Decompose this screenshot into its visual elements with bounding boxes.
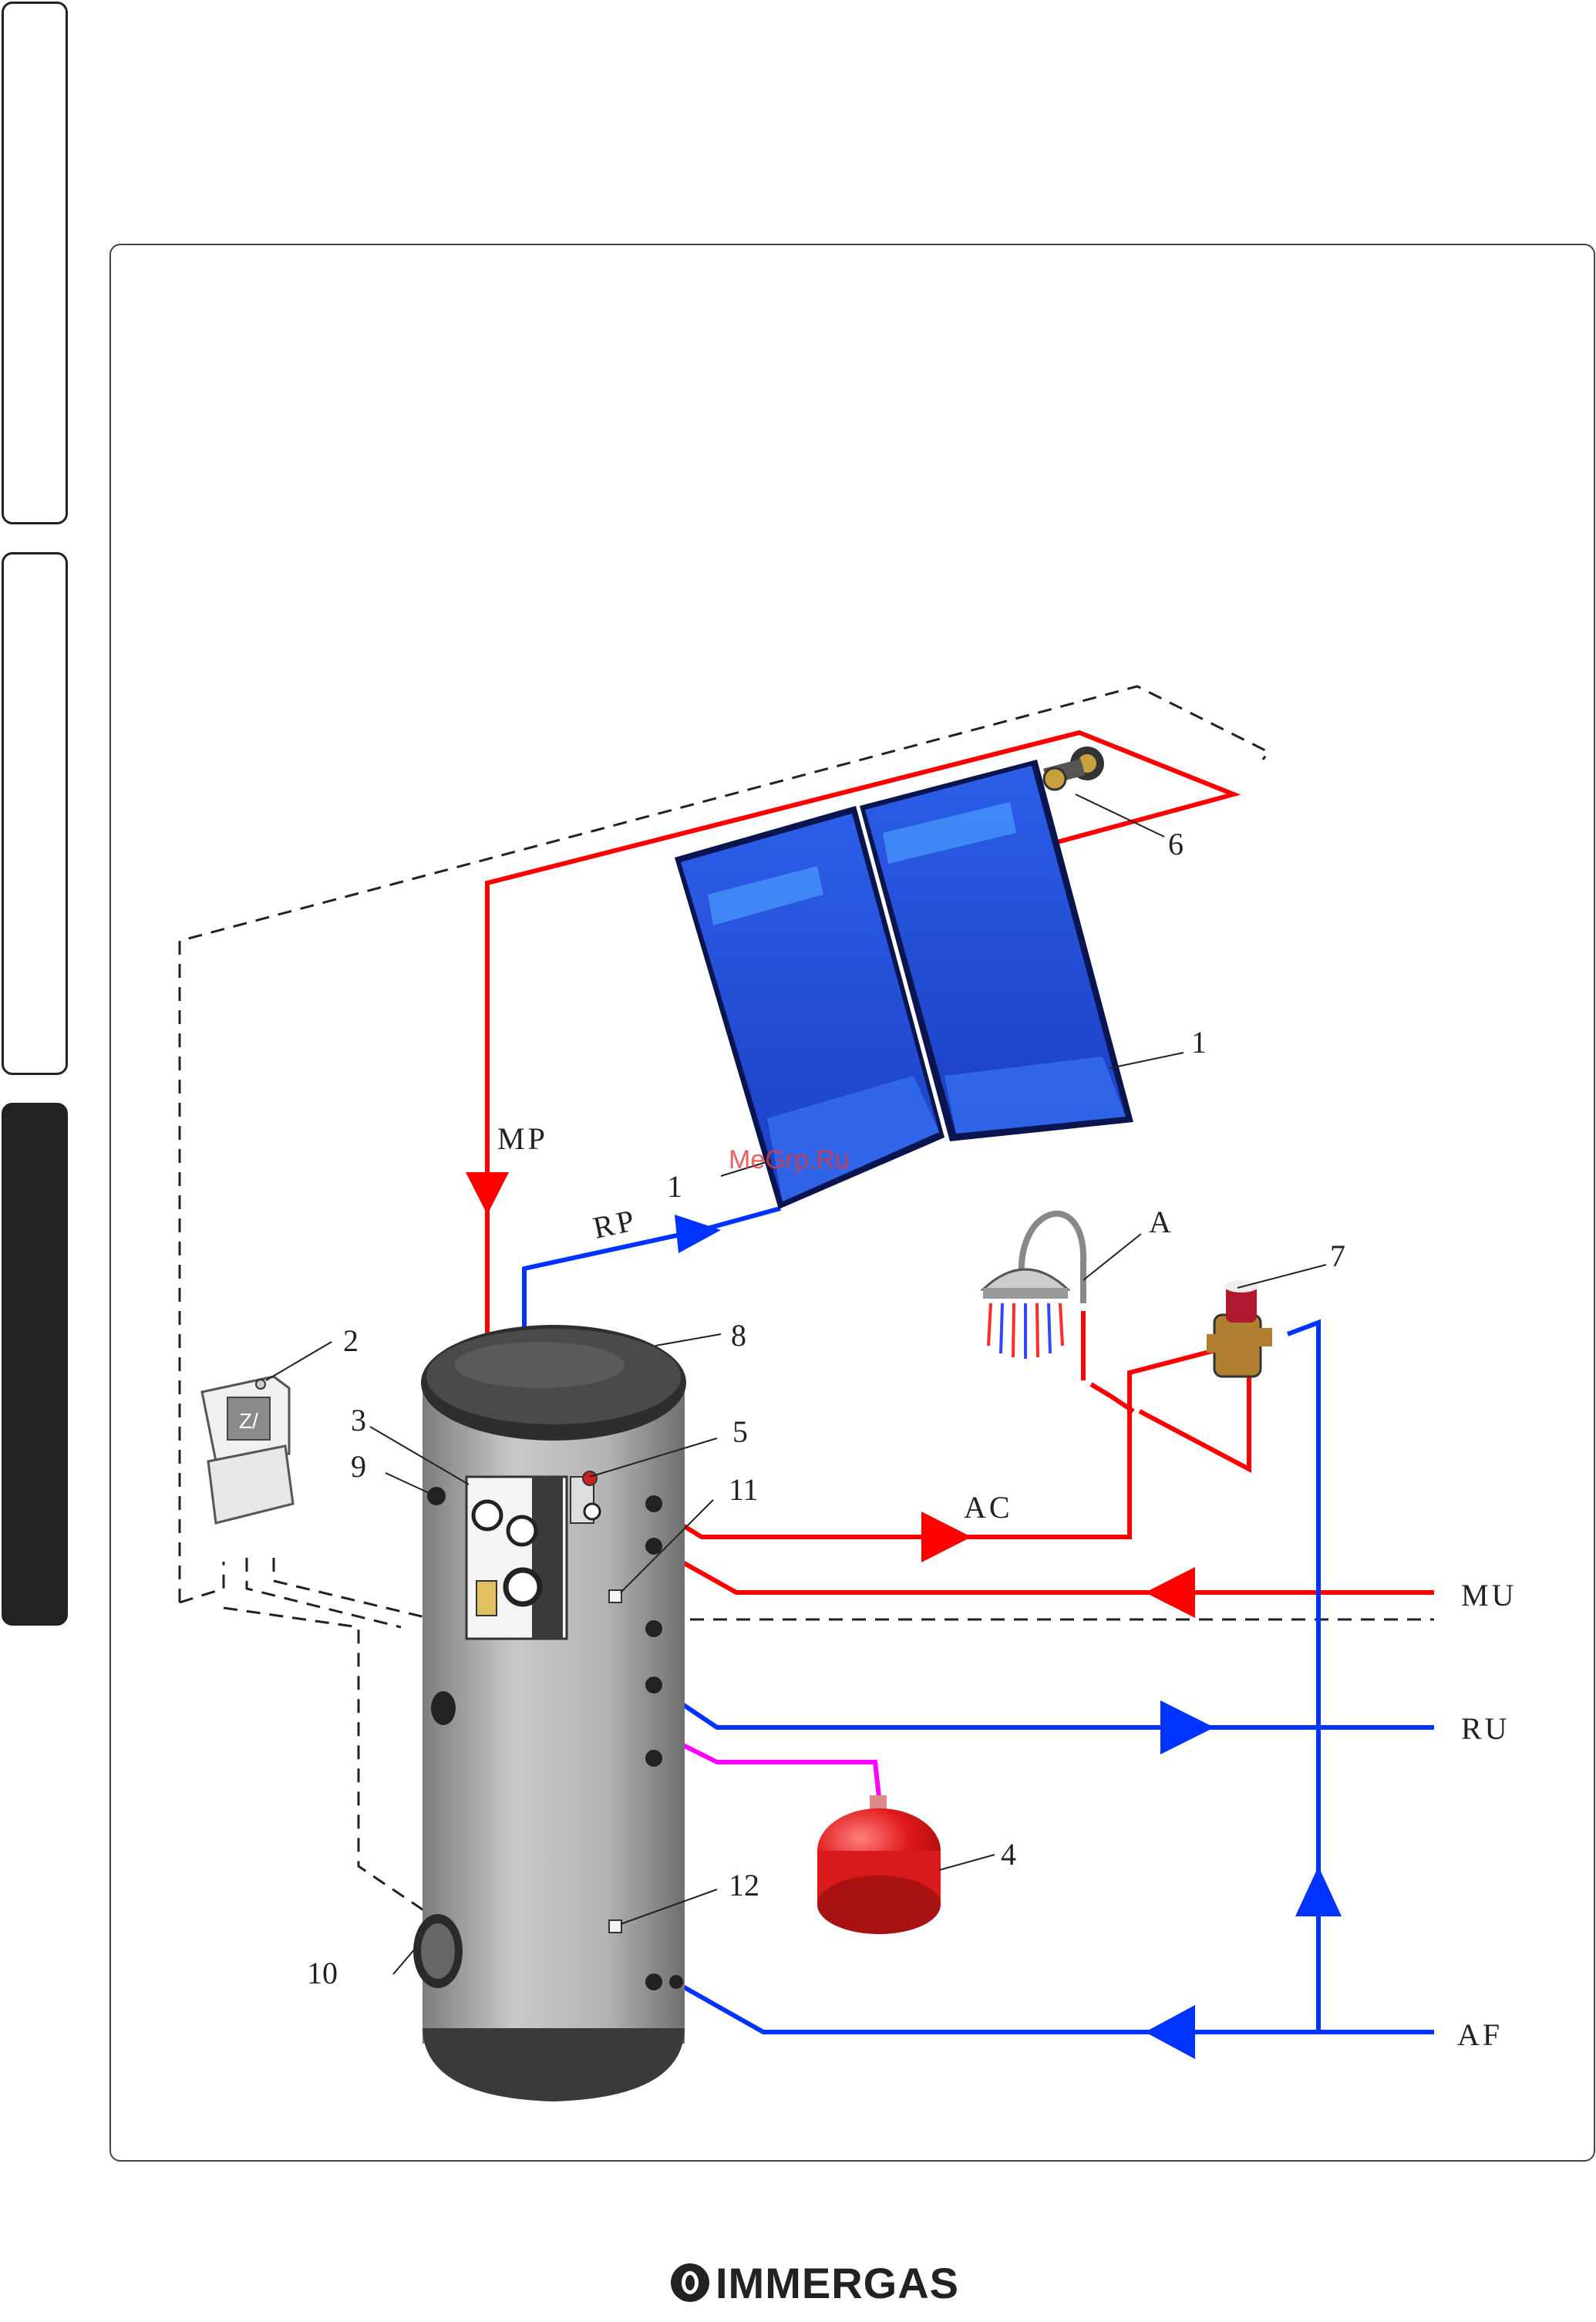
svg-text:Z/: Z/	[239, 1409, 258, 1433]
air-vent-valve	[1043, 746, 1104, 790]
storage-tank	[413, 1325, 686, 2101]
label-3: 3	[351, 1403, 366, 1437]
label-5: 5	[732, 1414, 748, 1449]
code-ac: AC	[964, 1490, 1013, 1525]
label-6: 6	[1168, 827, 1184, 861]
expansion-vessel	[817, 1795, 941, 1934]
code-mp: MP	[497, 1121, 548, 1156]
label-12: 12	[729, 1868, 759, 1902]
solar-controller: Z/	[202, 1377, 293, 1523]
label-11: 11	[729, 1472, 759, 1507]
label-1-top: 1	[1191, 1025, 1207, 1060]
code-ru: RU	[1461, 1711, 1510, 1746]
label-A: A	[1149, 1205, 1171, 1239]
watermark: MeGrp.Ru	[729, 1145, 850, 1174]
brand-logo-mark	[671, 2263, 709, 2302]
label-7: 7	[1330, 1239, 1345, 1273]
label-4: 4	[1001, 1837, 1016, 1872]
label-1-bottom: 1	[667, 1169, 682, 1204]
brand-logo: IMMERGAS	[671, 2260, 959, 2306]
solar-collector-panels	[675, 760, 1133, 1209]
shower-head	[983, 1214, 1083, 1359]
brand-name: IMMERGAS	[716, 2258, 959, 2308]
thermostatic-mixing-valve	[1207, 1280, 1272, 1377]
code-rp: RP	[590, 1202, 640, 1245]
label-2: 2	[343, 1323, 359, 1358]
code-af: AF	[1457, 2017, 1503, 2052]
code-mu: MU	[1461, 1578, 1517, 1613]
label-8: 8	[731, 1318, 746, 1353]
label-10: 10	[307, 1956, 338, 1990]
label-9: 9	[351, 1449, 366, 1484]
